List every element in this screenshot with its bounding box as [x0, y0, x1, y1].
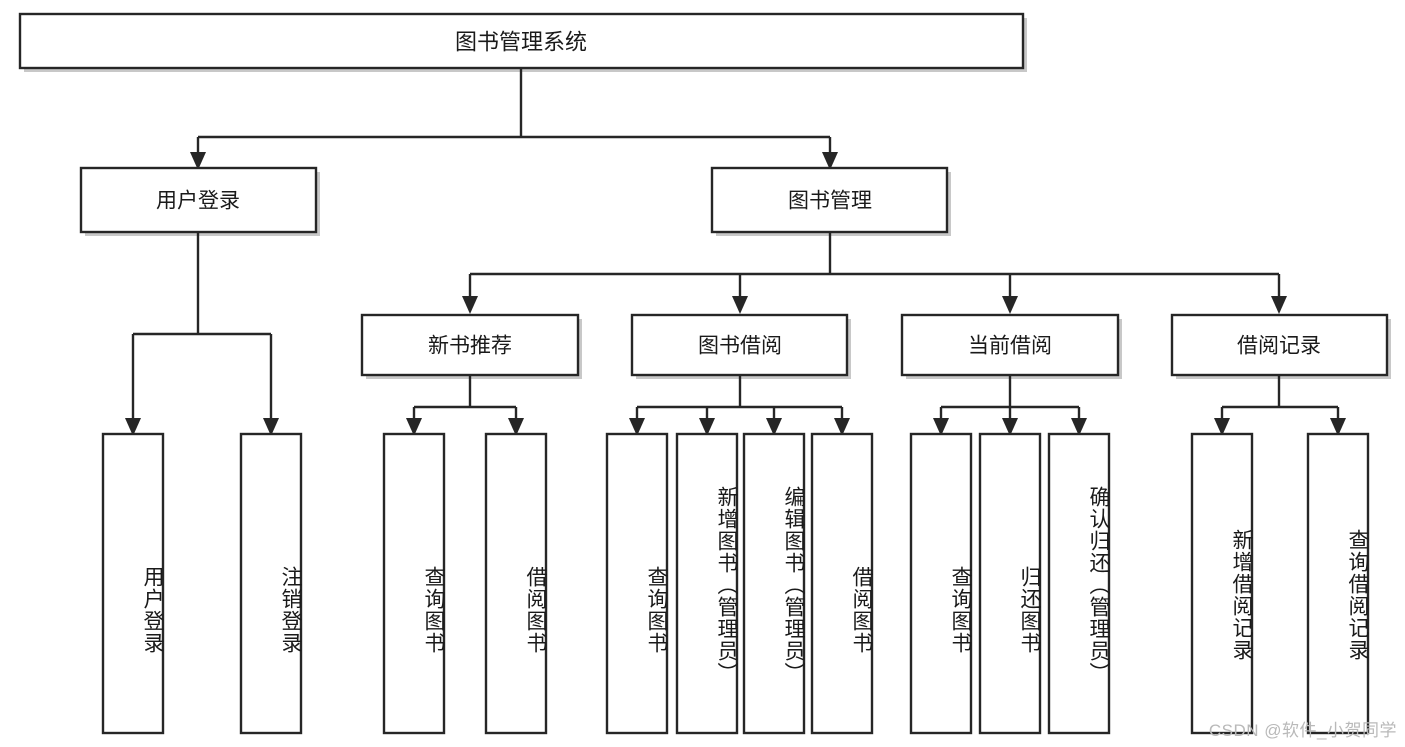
- node-book-management[interactable]: 图书管理: [710, 166, 949, 234]
- leaf-box-confirm-return-admin[interactable]: [1047, 432, 1111, 735]
- leaf-box-add-borrow-record[interactable]: [1190, 432, 1254, 735]
- leaf-box-edit-book-admin[interactable]: [742, 432, 806, 735]
- leaf-box-user-login[interactable]: [101, 432, 165, 735]
- node-current-borrow[interactable]: 当前借阅: [900, 313, 1120, 377]
- connector-arrowheads: [125, 152, 1346, 436]
- leaf-boxes: [101, 432, 1370, 735]
- csdn-watermark: CSDN @软件_小贺同学: [1208, 721, 1397, 740]
- node-borrow-record-label: 借阅记录: [1237, 335, 1321, 358]
- node-user-login[interactable]: 用户登录: [79, 166, 318, 234]
- leaf-box-query-book-3[interactable]: [909, 432, 973, 735]
- node-book-management-label: 图书管理: [788, 190, 872, 213]
- leaf-box-query-borrow-record[interactable]: [1306, 432, 1370, 735]
- node-current-borrow-label: 当前借阅: [968, 335, 1052, 358]
- connector-lines: [131, 68, 1340, 418]
- leaf-box-return-book[interactable]: [978, 432, 1042, 735]
- node-book-borrow-label: 图书借阅: [698, 335, 782, 358]
- leaf-box-logout-login[interactable]: [239, 432, 303, 735]
- node-new-book-recommend[interactable]: 新书推荐: [360, 313, 580, 377]
- leaf-box-add-book-admin[interactable]: [675, 432, 739, 735]
- node-borrow-record[interactable]: 借阅记录: [1170, 313, 1389, 377]
- node-user-login-label: 用户登录: [156, 190, 240, 213]
- node-new-book-recommend-label: 新书推荐: [428, 335, 512, 358]
- node-book-borrow[interactable]: 图书借阅: [630, 313, 849, 377]
- node-root[interactable]: 图书管理系统: [18, 12, 1025, 70]
- node-root-label: 图书管理系统: [455, 30, 587, 55]
- leaf-box-query-book-2[interactable]: [605, 432, 669, 735]
- leaf-box-query-book-1[interactable]: [382, 432, 446, 735]
- leaf-box-borrow-book-1[interactable]: [484, 432, 548, 735]
- leaf-box-borrow-book-2[interactable]: [810, 432, 874, 735]
